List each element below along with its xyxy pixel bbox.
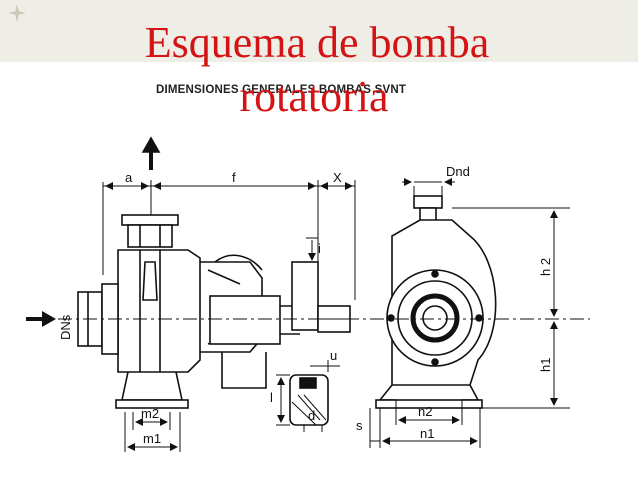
dim-label-dnd: Dnd bbox=[446, 164, 470, 179]
dim-label-n1: n1 bbox=[420, 426, 434, 441]
suction-arrow-icon bbox=[26, 311, 56, 327]
title-line-1: Esquema de bomba bbox=[144, 18, 490, 67]
dim-label-f: f bbox=[232, 170, 236, 185]
four-point-star-icon bbox=[8, 4, 26, 22]
dim-label-n2: n2 bbox=[418, 404, 432, 419]
dim-label-l: l bbox=[270, 390, 273, 405]
dim-label-i: i bbox=[318, 241, 321, 256]
title-line-2: rotatoria bbox=[239, 72, 389, 121]
dim-label-x: X bbox=[333, 170, 342, 185]
slide-top-band bbox=[0, 0, 638, 62]
drawing-caption: DIMENSIONES GENERALES BOMBAS SVNT bbox=[156, 84, 407, 96]
dim-label-h2: h 2 bbox=[538, 258, 553, 276]
dim-label-m1: m1 bbox=[143, 431, 161, 446]
dim-label-d: d bbox=[308, 408, 315, 423]
dim-label-dns: DNs bbox=[58, 314, 73, 340]
slide-title: Esquema de bomba rotatoria bbox=[0, 16, 638, 124]
dim-label-u: u bbox=[330, 348, 337, 363]
dim-label-h1: h1 bbox=[538, 358, 553, 372]
dim-label-s: s bbox=[356, 418, 363, 433]
dim-label-m2: m2 bbox=[141, 406, 159, 421]
dim-label-a: a bbox=[125, 170, 133, 185]
discharge-arrow-icon bbox=[141, 136, 161, 170]
